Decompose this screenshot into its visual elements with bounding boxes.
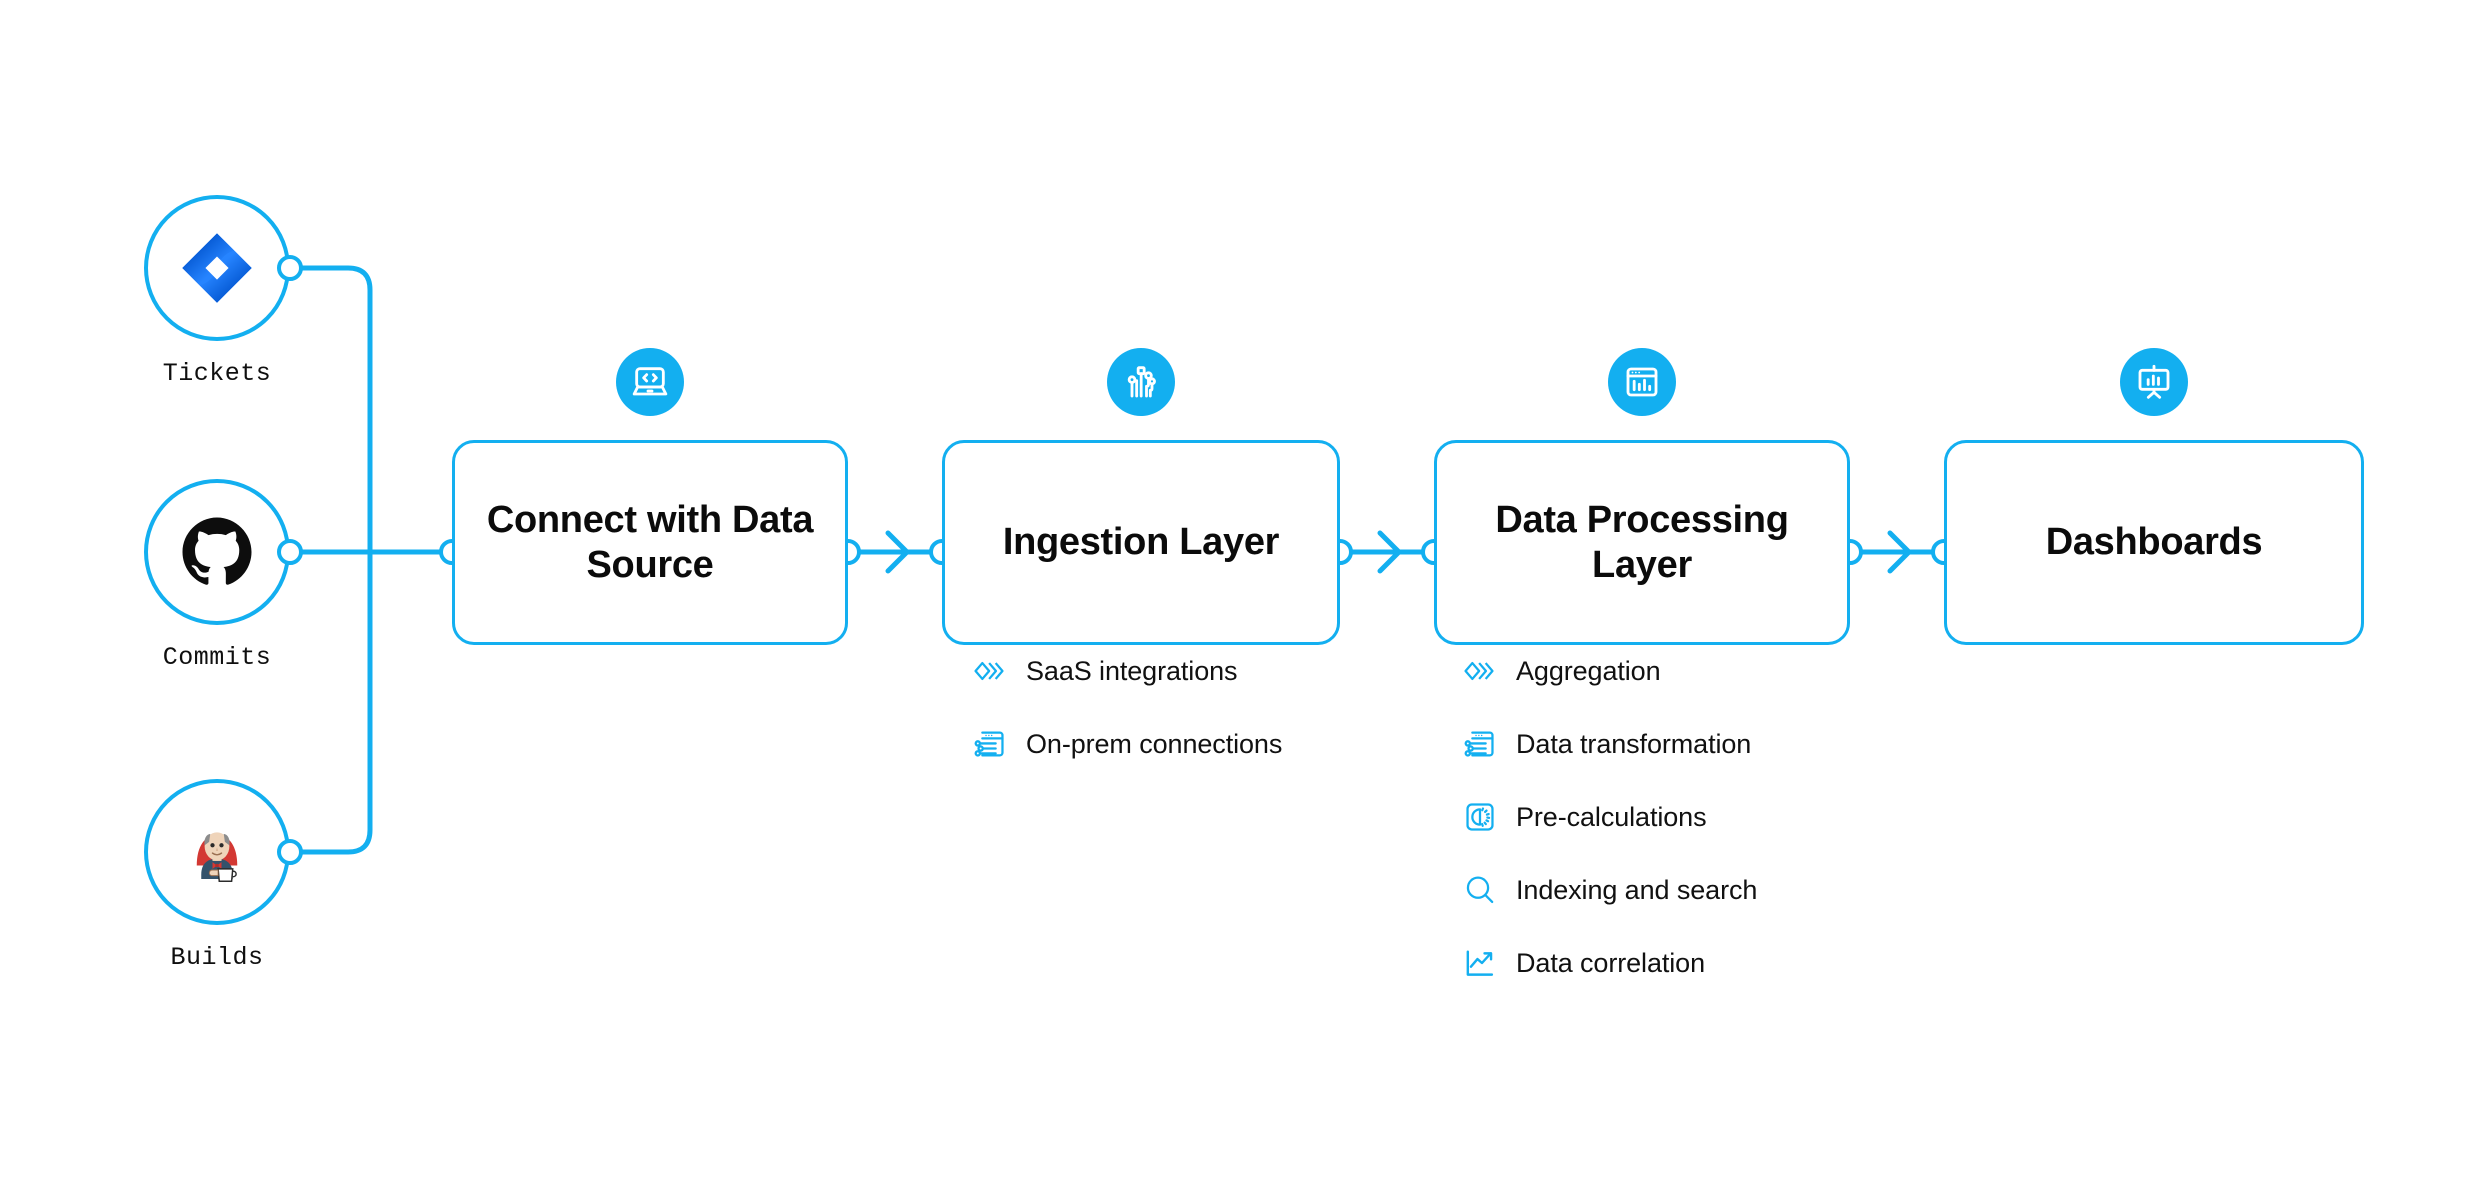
- feature-item-on-prem-connections: On-prem connections: [970, 721, 1282, 767]
- port-commits: [277, 539, 303, 565]
- ingestion-feature-list: SaaS integrations On-prem conn: [970, 648, 1282, 794]
- stage-box-processing[interactable]: Data Processing Layer: [1434, 440, 1850, 645]
- feature-label: Pre-calculations: [1516, 801, 1707, 832]
- feature-item-pre-calculations: Pre-calculations: [1460, 794, 1757, 840]
- feature-label: Aggregation: [1516, 655, 1661, 686]
- stage-icon-dashboards: [2120, 348, 2188, 416]
- stage-title-processing: Data Processing Layer: [1495, 498, 1789, 586]
- chevrons-diamond-icon: [970, 651, 1010, 691]
- magnifier-icon: [1460, 870, 1500, 910]
- feature-item-aggregation: Aggregation: [1460, 648, 1757, 694]
- processing-feature-list: Aggregation Data transformatio: [1460, 648, 1757, 1013]
- bus-path-outer: [287, 265, 373, 855]
- stage-box-connect[interactable]: Connect with Data Source: [452, 440, 848, 645]
- feature-label: On-prem connections: [1026, 728, 1283, 759]
- source-circle-builds: [144, 779, 303, 925]
- feature-item-saas-integrations: SaaS integrations: [970, 648, 1282, 694]
- feature-item-data-transformation: Data transformation: [1460, 721, 1757, 767]
- jenkins-icon: [196, 832, 238, 882]
- source-label-tickets: Tickets: [162, 359, 272, 388]
- chevrons-diamond-icon: [1460, 651, 1500, 691]
- circuit-nodes-icon: [1127, 366, 1156, 398]
- window-chart-icon: [1626, 367, 1658, 397]
- source-node-commits[interactable]: Commits: [144, 479, 303, 672]
- feature-label: Indexing and search: [1516, 874, 1758, 905]
- stage-title-dashboards: Dashboards: [2045, 521, 2263, 564]
- feature-item-indexing-and-search: Indexing and search: [1460, 867, 1757, 913]
- source-node-builds[interactable]: Builds: [144, 779, 303, 972]
- laptop-code-icon: [632, 367, 668, 396]
- port-tickets: [277, 255, 303, 281]
- stage-box-ingestion[interactable]: Ingestion Layer: [942, 440, 1340, 645]
- source-label-commits: Commits: [162, 643, 272, 672]
- stage-icon-connect: [616, 348, 684, 416]
- feature-label: SaaS integrations: [1026, 655, 1238, 686]
- stage-box-dashboards[interactable]: Dashboards: [1944, 440, 2364, 645]
- line-chart-icon: [1460, 943, 1500, 983]
- stage-icon-processing: [1608, 348, 1676, 416]
- source-node-tickets[interactable]: Tickets: [144, 195, 303, 388]
- stage-icon-ingestion: [1107, 348, 1175, 416]
- gauge-square-icon: [1460, 797, 1500, 837]
- arrow-head-2: [1377, 530, 1402, 574]
- feature-item-data-correlation: Data correlation: [1460, 940, 1757, 986]
- presentation-chart-icon: [2138, 364, 2170, 399]
- jira-icon: [182, 233, 252, 303]
- source-circle-commits: [144, 479, 303, 625]
- source-label-builds: Builds: [170, 943, 264, 972]
- arrow-head-1: [885, 530, 910, 574]
- source-circle-tickets: [144, 195, 303, 341]
- stage-title-ingestion: Ingestion Layer: [1002, 521, 1280, 564]
- feature-label: Data transformation: [1516, 728, 1752, 759]
- window-sliders-icon: [970, 724, 1010, 764]
- github-icon: [182, 517, 252, 585]
- port-builds: [277, 839, 303, 865]
- window-sliders-icon: [1460, 724, 1500, 764]
- feature-label: Data correlation: [1516, 947, 1705, 978]
- stage-title-connect: Connect with Data Source: [486, 498, 814, 586]
- arrow-head-3: [1887, 530, 1912, 574]
